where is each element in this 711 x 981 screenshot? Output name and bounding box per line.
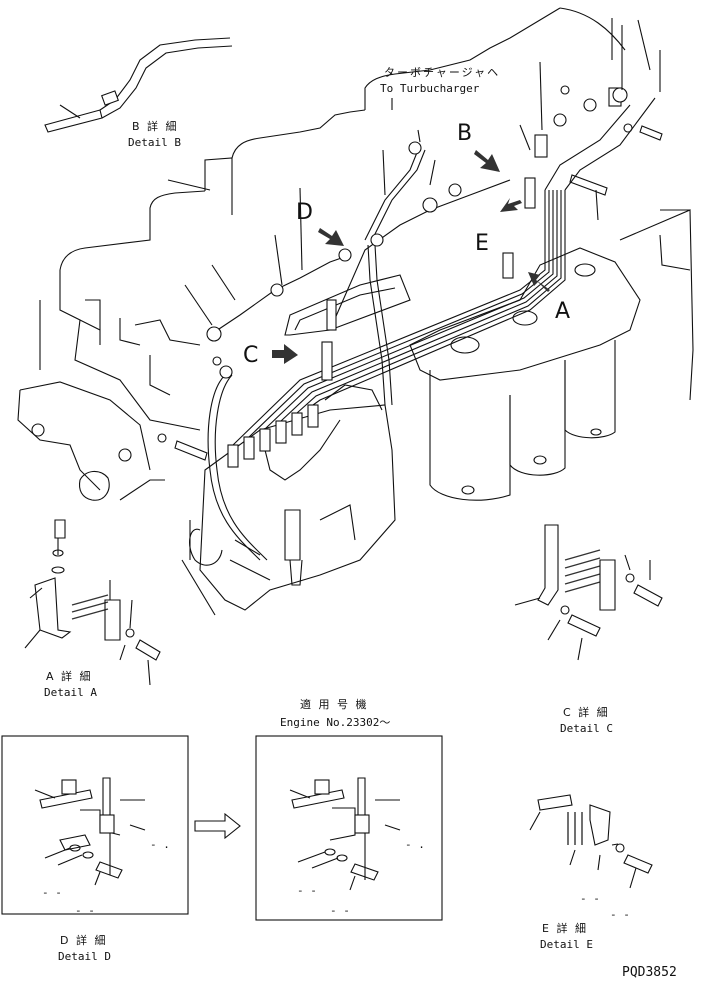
letter-b: B xyxy=(457,121,472,146)
engine-number: Engine No.23302～ xyxy=(280,716,390,729)
view-arrows xyxy=(272,150,550,364)
engine-cylinder-heads xyxy=(17,7,694,501)
letter-d: D xyxy=(296,200,313,225)
detail-c-en: Detail C xyxy=(560,722,613,735)
detail-e-en: Detail E xyxy=(540,938,593,951)
turbo-label-jp: ターボチャージャヘ xyxy=(384,66,500,79)
detail-e-drawing xyxy=(529,794,653,889)
letter-e: E xyxy=(475,231,489,256)
detail-b-jp: B 詳 細 xyxy=(132,119,179,133)
applicable-jp: 適 用 号 機 xyxy=(300,697,369,711)
injection-pump xyxy=(189,384,396,611)
detail-c-jp: C 詳 細 xyxy=(563,705,610,719)
detail-d-box-original xyxy=(1,735,189,915)
dash-d1: - . xyxy=(150,838,170,851)
transition-arrow xyxy=(194,812,241,840)
dash-e1: - - xyxy=(580,892,600,905)
dash-d3: - - xyxy=(75,904,95,917)
arrow-d xyxy=(318,228,344,246)
turbo-label-en: To Turbucharger xyxy=(380,82,480,95)
dash-e2: - - xyxy=(610,908,630,921)
detail-e-jp: E 詳 細 xyxy=(542,921,588,935)
arrow-a xyxy=(528,272,550,292)
detail-b-en: Detail B xyxy=(128,136,181,149)
main-clamps xyxy=(157,85,663,461)
letter-a: A xyxy=(555,299,570,324)
detail-a-en: Detail A xyxy=(44,686,97,699)
dash-d6: - - xyxy=(330,904,350,917)
detail-a-drawing xyxy=(24,519,161,686)
drawing-code: PQD3852 xyxy=(622,965,677,980)
injection-line-bundle xyxy=(207,97,656,561)
detail-b-drawing xyxy=(44,37,233,133)
arrow-b xyxy=(474,150,500,172)
arrow-c xyxy=(272,344,298,364)
letter-c: C xyxy=(243,343,258,368)
leader-lines xyxy=(167,25,661,616)
detail-c-drawing xyxy=(514,524,663,661)
dash-d4: - . xyxy=(405,838,425,851)
detail-d-box-new xyxy=(255,735,443,921)
dash-d2: - - xyxy=(42,886,62,899)
detail-a-jp: A 詳 細 xyxy=(46,669,93,683)
detail-d-en: Detail D xyxy=(58,950,111,963)
dash-d5: - - xyxy=(297,884,317,897)
detail-d-jp: D 詳 細 xyxy=(60,933,107,947)
arrow-e xyxy=(500,198,522,212)
